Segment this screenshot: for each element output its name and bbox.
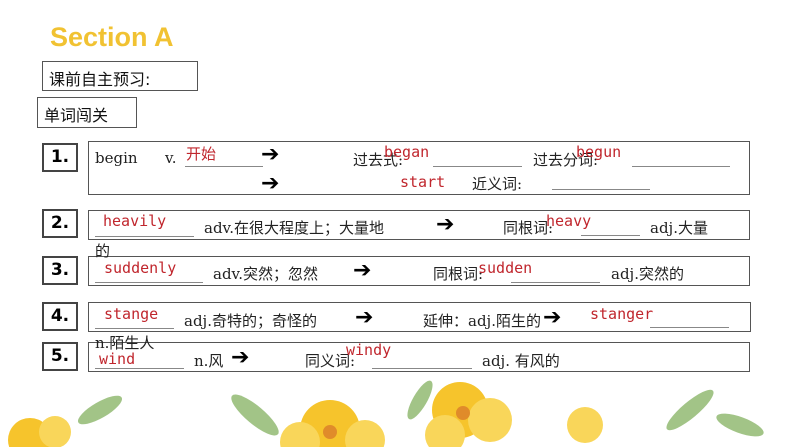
answer: stange — [104, 305, 159, 323]
row-box — [88, 342, 750, 372]
preview-label: 课前自主预习: — [42, 61, 198, 91]
blank — [433, 166, 522, 167]
root-meaning: adj.大量 — [650, 219, 708, 237]
root-label: 同根词: — [433, 265, 484, 283]
row-box — [88, 210, 750, 240]
answer: begun — [576, 143, 622, 161]
meaning: adv.突然；忽然 — [213, 265, 319, 283]
answer: heavy — [546, 212, 592, 230]
answer: suddenly — [104, 259, 177, 277]
row-number: 3. — [42, 256, 78, 285]
arrow-icon: ➔ — [261, 142, 280, 167]
arrow-icon: ➔ — [543, 305, 562, 330]
arrow-icon: ➔ — [261, 171, 280, 196]
wrap-text: n.陌生人 — [95, 334, 155, 352]
arrow-icon: ➔ — [436, 212, 455, 237]
answer: began — [384, 143, 430, 161]
pp-label: 过去分词: — [533, 151, 599, 169]
blank — [511, 282, 600, 283]
row-number: 4. — [42, 302, 78, 331]
meaning: adj.奇特的；奇怪的 — [184, 312, 317, 330]
blank — [650, 327, 729, 328]
blank — [95, 328, 174, 329]
blank — [372, 368, 472, 369]
row-number: 1. — [42, 143, 78, 172]
answer: windy — [346, 341, 392, 359]
blank — [95, 236, 194, 237]
blank — [95, 282, 203, 283]
arrow-icon: ➔ — [353, 258, 372, 283]
blank — [632, 166, 730, 167]
answer: wind — [99, 350, 136, 368]
blank — [552, 189, 650, 190]
syn-meaning: adj. 有风的 — [482, 352, 560, 370]
answer: 开始 — [186, 145, 217, 163]
ext-label: 延伸：adj.陌生的 — [423, 312, 541, 330]
meaning: n.风 — [194, 352, 224, 370]
row-box — [88, 302, 751, 332]
row-box — [88, 256, 750, 286]
meaning: adv.在很大程度上；大量地 — [204, 219, 385, 237]
words-label: 单词闯关 — [37, 97, 137, 128]
blank — [95, 368, 184, 369]
row-box — [88, 141, 750, 195]
wrap-text: 的 — [95, 242, 111, 260]
pos: v. — [165, 149, 177, 167]
arrow-icon: ➔ — [231, 345, 250, 370]
blank — [581, 235, 640, 236]
root-meaning: adj.突然的 — [611, 265, 684, 283]
word: begin — [95, 149, 138, 167]
root-label: 同根词: — [503, 219, 554, 237]
blank — [185, 166, 263, 167]
syn-label: 近义词: — [472, 175, 523, 193]
syn-label: 同义词: — [305, 352, 356, 370]
flower-decoration — [8, 380, 764, 447]
row-number: 2. — [42, 209, 78, 238]
answer: heavily — [103, 212, 167, 230]
arrow-icon: ➔ — [355, 305, 374, 330]
past-label: 过去式: — [353, 151, 404, 169]
section-title: Section A — [50, 22, 174, 52]
answer: start — [400, 173, 446, 191]
answer: sudden — [478, 259, 533, 277]
answer: stanger — [590, 305, 654, 323]
row-number: 5. — [42, 342, 78, 371]
